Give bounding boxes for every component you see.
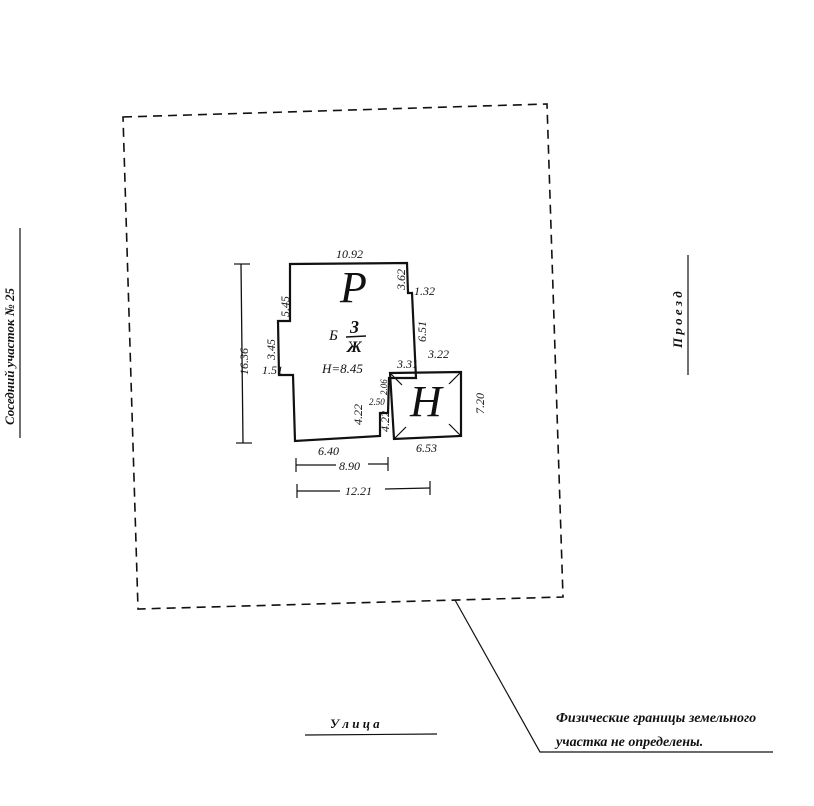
building-material: Б	[328, 328, 338, 344]
street-underline	[304, 733, 438, 736]
dim-inner-a: 4.22	[351, 404, 365, 425]
room-label-annex: Н	[409, 377, 444, 426]
dim-right-mid: 6.51	[415, 321, 429, 342]
annex-corner-mark	[448, 423, 462, 437]
dim-line-overall-height	[240, 263, 244, 444]
annex-corner-mark	[389, 372, 403, 386]
dim-left-mid: 3.45	[264, 339, 278, 361]
dim-right-small: 1.32	[414, 284, 435, 298]
dim-inner-c: 2.06	[379, 379, 389, 395]
dim-width-890: 8.90	[339, 459, 360, 473]
building-height: Н=8.45	[321, 361, 363, 376]
dim-annex-top-right: 3.22	[427, 347, 449, 361]
dim-line-width-1221	[384, 487, 431, 490]
dim-annex-right: 7.20	[473, 393, 487, 414]
dim-left-upper: 5.45	[278, 296, 292, 317]
neighbor-label: Соседний участок № 25	[2, 288, 17, 425]
dim-top-right-step: 3.62	[394, 269, 408, 291]
fraction-bar	[345, 335, 367, 338]
main-building	[276, 261, 418, 443]
room-label-main: Р	[339, 263, 367, 312]
building-type: Ж	[346, 339, 363, 356]
driveway-label: П р о е з д	[670, 291, 685, 349]
street-label: У л и ц а	[330, 716, 380, 731]
dim-bottom: 6.40	[318, 444, 339, 458]
dim-annex-bottom: 6.53	[416, 441, 437, 455]
dim-annex-top-left: 3.31	[396, 357, 418, 371]
dim-top: 10.92	[336, 247, 363, 261]
dim-left-lower: 1.51	[262, 363, 283, 377]
note-leader	[454, 599, 773, 753]
dim-inner-b: 2.50	[369, 397, 385, 407]
dim-inner-d: 4.22	[378, 411, 392, 432]
dim-overall-height: 16.36	[237, 348, 251, 375]
floors-count: 3	[349, 317, 359, 337]
annex-corner-mark	[448, 371, 462, 385]
note-line-1: Физические границы земельного	[556, 711, 756, 726]
note-line-2: участка не определены.	[554, 735, 703, 750]
parcel-boundary	[122, 103, 564, 610]
annex-corner-mark	[393, 426, 407, 440]
dim-width-1221: 12.21	[345, 484, 372, 498]
